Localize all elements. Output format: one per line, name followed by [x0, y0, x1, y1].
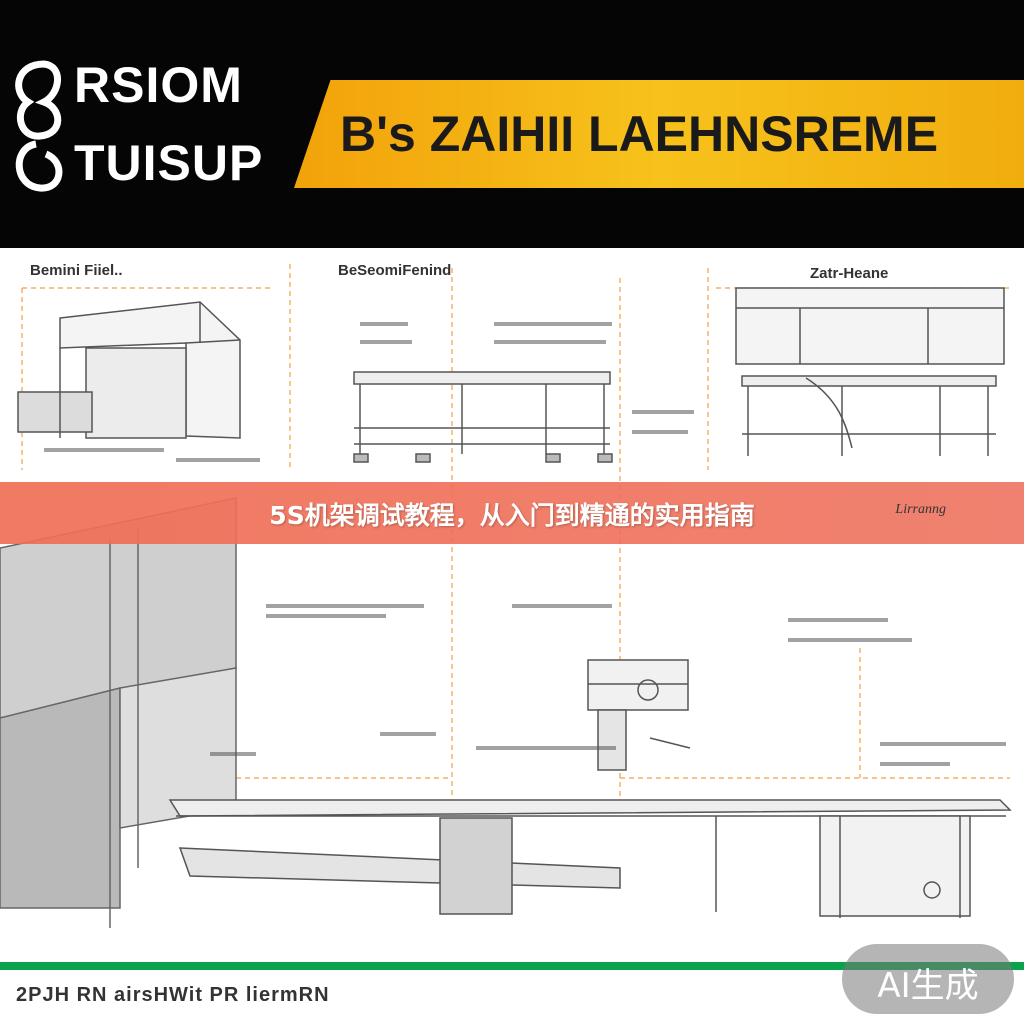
ai-generated-badge: AI生成: [842, 944, 1014, 1014]
logo-icon: [15, 60, 63, 192]
middle-frame-sketch: [353, 371, 613, 463]
logo-text-line-1: RSIOM: [74, 57, 243, 113]
header-band: RSIOM TUISUP B's ZAIHII LAEHNSREME: [0, 0, 1024, 248]
caption-side-text: Lirranng: [895, 502, 946, 517]
large-machine-sketch: [0, 497, 237, 928]
footer-divider: [0, 962, 1024, 970]
ai-badge-label: AI生成: [877, 966, 979, 1006]
right-frame-sketch: [735, 287, 1005, 456]
footer-text: 2PJH RN airsHWit PR liermRN: [16, 984, 330, 1006]
technical-drawing: [0, 264, 1012, 928]
annotation-marks: [44, 322, 1006, 766]
caption-title: 5S机架调试教程，从入门到精通的实用指南: [269, 501, 755, 530]
conveyor-bed-sketch: [168, 799, 1012, 918]
left-panel-title: Bemini Fiiel..: [30, 262, 123, 279]
right-panel-title: Zatr-Heane: [810, 265, 889, 282]
left-machine-sketch: [17, 301, 241, 439]
banner-title: B's ZAIHII LAEHNSREME: [340, 106, 939, 162]
mechanism-sketch: [587, 659, 691, 771]
logo-text-line-2: TUISUP: [74, 135, 264, 191]
caption-bar: 5S机架调试教程，从入门到精通的实用指南 Lirranng: [0, 482, 1024, 544]
title-banner: B's ZAIHII LAEHNSREME: [294, 80, 1024, 188]
middle-panel-title: BeSeomiFenind: [338, 262, 452, 279]
